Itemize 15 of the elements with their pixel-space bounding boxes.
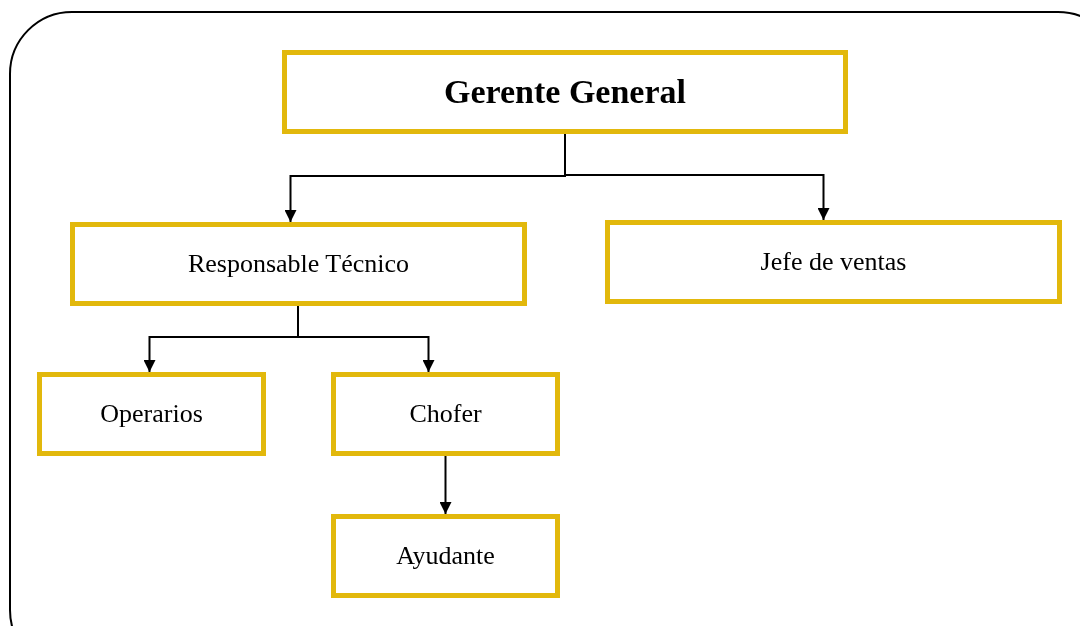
role-box	[605, 220, 1062, 304]
arrow	[564, 133, 830, 221]
role-title: Responsable Técnico	[187, 249, 410, 279]
role-title: Chofer	[409, 399, 482, 429]
role-box	[70, 222, 527, 306]
role-box	[37, 372, 266, 456]
arrow	[297, 305, 435, 373]
role-title: Jefe de ventas	[760, 247, 907, 277]
role-box	[331, 514, 560, 598]
role-title: Gerente General	[444, 73, 686, 111]
role-box	[331, 372, 560, 456]
role-box	[282, 50, 848, 134]
role-title: Ayudante	[396, 541, 495, 571]
arrow	[439, 455, 452, 515]
role-title: Operarios	[100, 399, 203, 429]
